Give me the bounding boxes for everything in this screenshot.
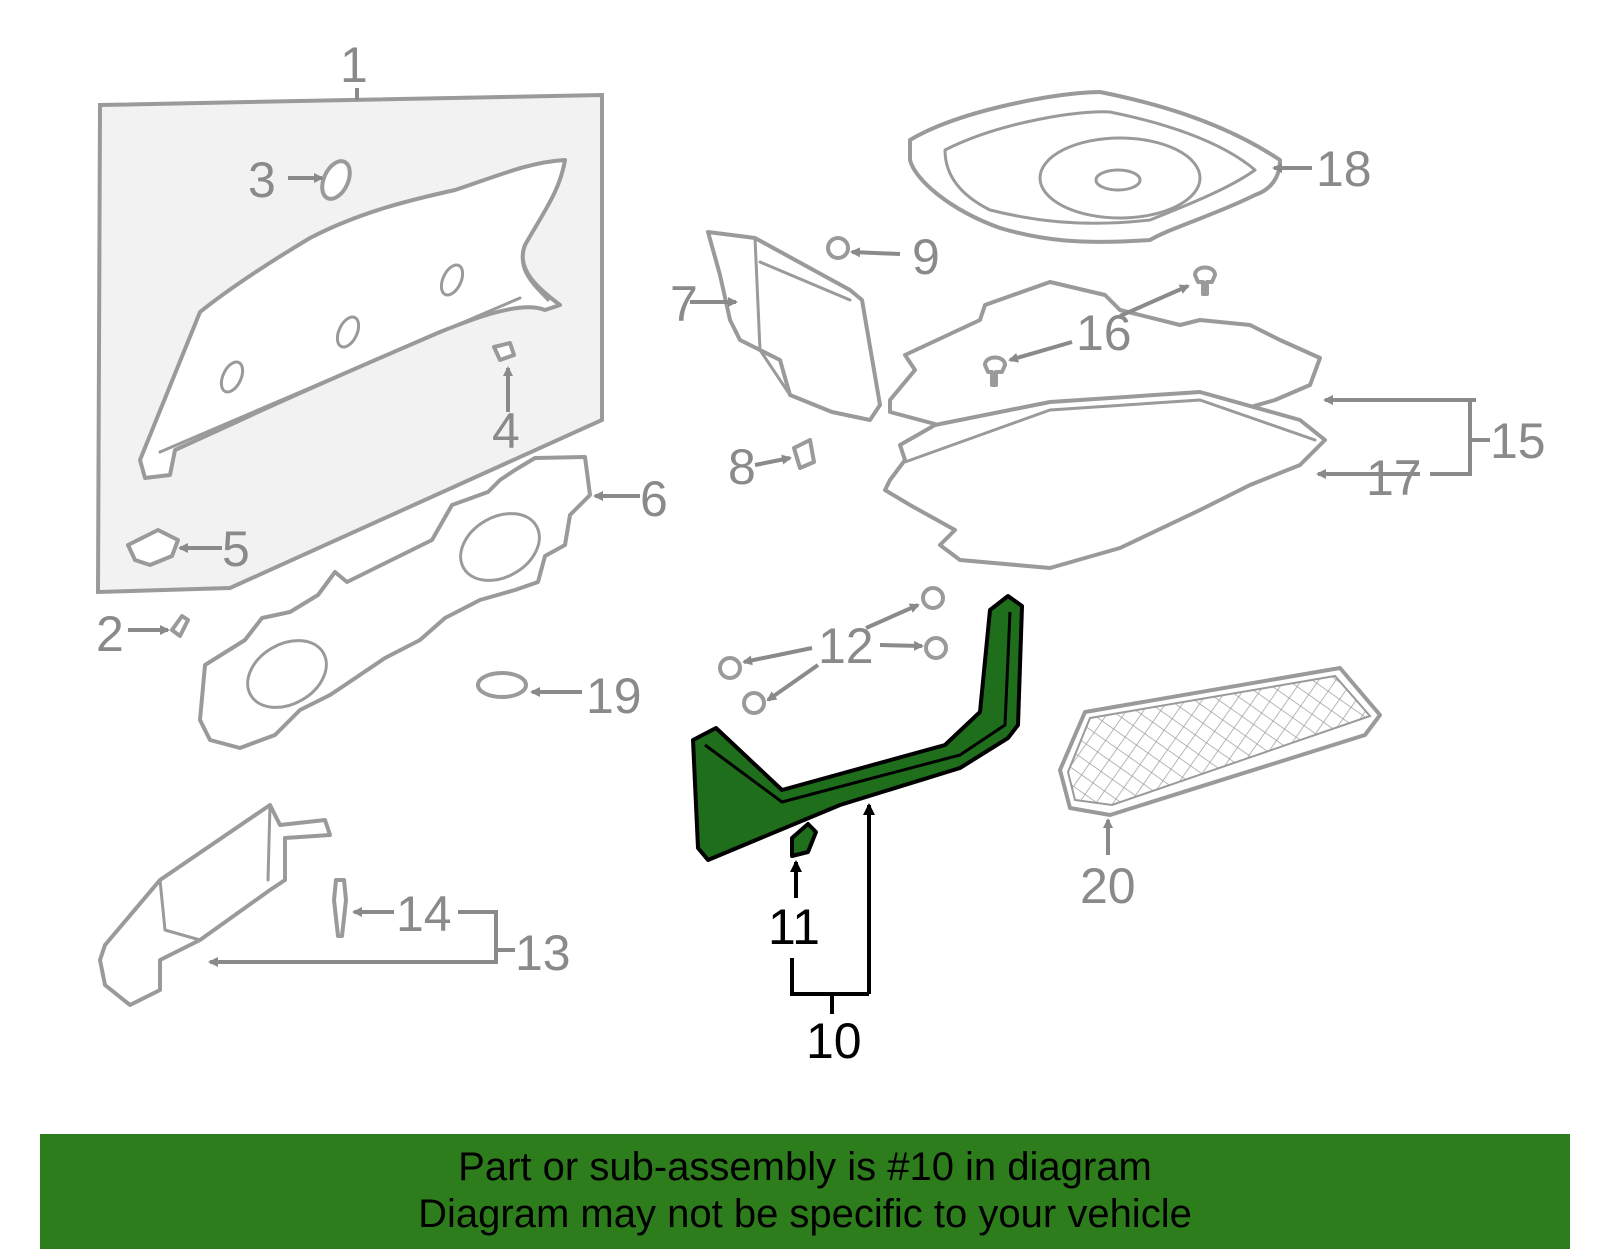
part-6-speaker-hole-1 xyxy=(459,512,541,582)
part-5-bracket xyxy=(126,528,180,567)
callout-6: 6 xyxy=(640,471,668,527)
callout-13: 13 xyxy=(515,925,571,981)
part-9-clip xyxy=(826,236,850,260)
part-1-hole-3 xyxy=(439,263,465,297)
callout-4: 4 xyxy=(492,403,520,459)
callout-7: 7 xyxy=(670,276,698,332)
part-2-clip xyxy=(170,614,190,638)
part-1-hole-1 xyxy=(219,360,245,394)
callout-2: 2 xyxy=(96,606,124,662)
part-4-clip xyxy=(492,341,516,362)
callout-10: 10 xyxy=(806,1013,862,1069)
part-18-spare-well xyxy=(1038,136,1202,220)
info-banner: Part or sub-assembly is #10 in diagram D… xyxy=(40,1134,1570,1249)
callout-15: 15 xyxy=(1490,413,1546,469)
callout-1: 1 xyxy=(340,37,368,93)
part-11-highlighted xyxy=(790,822,818,858)
gray-leader-lines xyxy=(128,88,1490,967)
part-10-highlighted xyxy=(691,594,1024,862)
part-13-bracket-edge xyxy=(158,803,272,942)
part-6-panel xyxy=(198,455,592,750)
part-14-pin xyxy=(332,878,348,938)
callout-20: 20 xyxy=(1080,858,1136,914)
part-10-highlighted-edge xyxy=(704,611,1012,804)
highlighted-callout-labels: 11 10 xyxy=(768,899,862,1069)
banner-line-1: Part or sub-assembly is #10 in diagram xyxy=(458,1145,1152,1189)
callout-19: 19 xyxy=(586,668,642,724)
callout-5: 5 xyxy=(222,521,250,577)
callout-3: 3 xyxy=(248,152,276,208)
part-16-clip-1 xyxy=(983,355,1007,387)
banner-line-2: Diagram may not be specific to your vehi… xyxy=(418,1192,1192,1236)
part-19-grommet xyxy=(476,671,528,699)
callout-14: 14 xyxy=(396,886,452,942)
part-8-clip xyxy=(792,438,816,470)
callout-16: 16 xyxy=(1076,305,1132,361)
part-20-net-mesh xyxy=(1066,674,1372,807)
part-18-center-mount xyxy=(1094,168,1142,192)
part-18-tray-rim xyxy=(943,110,1257,225)
part-12-clip-3 xyxy=(718,656,742,680)
part-12-clip-2 xyxy=(924,636,948,660)
part-7-panel xyxy=(706,230,882,422)
callout-9: 9 xyxy=(912,229,940,285)
part-17-lower-panel xyxy=(883,390,1327,570)
part-7-edge xyxy=(753,236,852,397)
part-1-trim-edge xyxy=(158,243,550,454)
part-1-hole-2 xyxy=(335,315,361,349)
callout-8: 8 xyxy=(728,439,756,495)
callout-labels: 1 2 3 4 5 6 7 8 9 12 13 14 15 16 17 18 1… xyxy=(96,37,1546,981)
part-12-clip-4 xyxy=(742,691,766,715)
part-18-tray xyxy=(908,90,1282,244)
part-13-bracket xyxy=(98,803,332,1007)
callout-17: 17 xyxy=(1366,450,1422,506)
part-12-clip-1 xyxy=(921,586,945,610)
black-leader-lines xyxy=(790,803,875,1014)
part-17-edge xyxy=(903,398,1317,464)
callout-12: 12 xyxy=(818,618,874,674)
part-3-grommet xyxy=(320,159,352,201)
part-1-group xyxy=(95,92,604,595)
part-16-clip-2 xyxy=(1193,265,1217,296)
callout-11: 11 xyxy=(768,899,820,955)
callout-18: 18 xyxy=(1316,141,1372,197)
part-6-speaker-hole-2 xyxy=(246,639,328,709)
